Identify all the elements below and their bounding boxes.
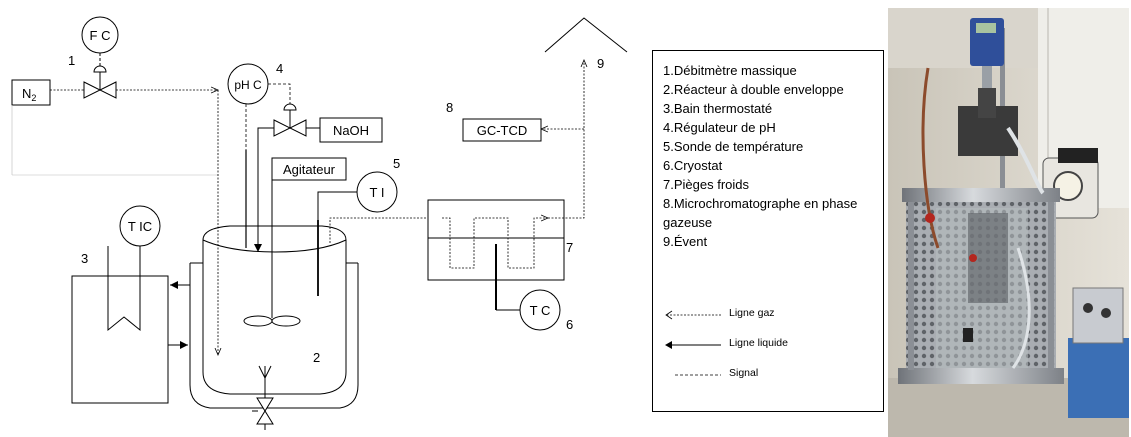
label-number-6: 6 [566,317,573,332]
label-number-3: 3 [81,251,88,266]
gc-tcd-box: GC-TCD [462,118,542,142]
svg-text:NaOH: NaOH [333,123,369,138]
thermostatic-bath [71,246,169,404]
temperature-indicator: T I [356,171,398,213]
drain-valve [252,365,274,430]
legend-key-signal-label: Signal [729,367,759,379]
legend-key-signal: Signal [663,367,863,383]
label-number-2: 2 [313,350,320,365]
process-flow-diagram: N2 F C 1 pH C 4 NaOH Agitate [11,16,628,430]
label-number-7: 7 [566,240,573,255]
legend-item-9: 9.Évent [663,234,708,249]
naoh-box: NaOH [319,117,383,143]
temperature-controller: T IC [119,205,161,247]
svg-text:T I: T I [370,185,385,200]
legend-item-3: 3.Bain thermostaté [663,101,773,116]
label-number-9: 9 [597,56,604,71]
reactor-photo [888,8,1129,437]
legend-item-5: 5.Sonde de température [663,139,804,154]
cold-traps [427,199,565,310]
svg-text:T C: T C [530,303,551,318]
legend-item-7: 7.Pièges froids [663,177,749,192]
svg-text:pH C: pH C [234,78,262,92]
legend-item-8: 8.Microchromatographe en phase gazeuse [663,196,858,230]
legend-key-gas: Ligne gaz [663,307,863,323]
svg-text:GC-TCD: GC-TCD [477,123,528,138]
legend-item-1: 1.Débitmètre massique [663,63,797,78]
legend-item-6: 6.Cryostat [663,158,723,173]
flow-controller: F C [81,16,119,54]
double-jacket-reactor [189,225,359,409]
vent [544,17,628,53]
svg-text:T IC: T IC [128,219,152,234]
legend-key-liquid: Ligne liquide [663,337,863,353]
legend-key-gas-label: Ligne gaz [729,307,775,319]
label-number-8: 8 [446,100,453,115]
label-number-1: 1 [68,53,75,68]
agitator-label-box: Agitateur [271,157,347,181]
cryostat-controller: T C [519,289,561,331]
legend-item-4: 4.Régulateur de pH [663,120,776,135]
legend-item-2: 2.Réacteur à double enveloppe [663,82,844,97]
impeller [243,315,301,327]
legend-box: 1.Débitmètre massique 2.Réacteur à doubl… [652,50,884,412]
label-number-4: 4 [276,61,283,76]
ph-controller: pH C [227,63,269,105]
n2-source-box: N2 [11,79,51,106]
legend-key-liquid-label: Ligne liquide [729,337,788,349]
naoh-valve [273,103,307,137]
svg-text:Agitateur: Agitateur [283,162,336,177]
svg-text:F C: F C [90,28,111,43]
svg-text:N2: N2 [22,86,36,103]
label-number-5: 5 [393,156,400,171]
mass-flow-valve [83,65,117,99]
